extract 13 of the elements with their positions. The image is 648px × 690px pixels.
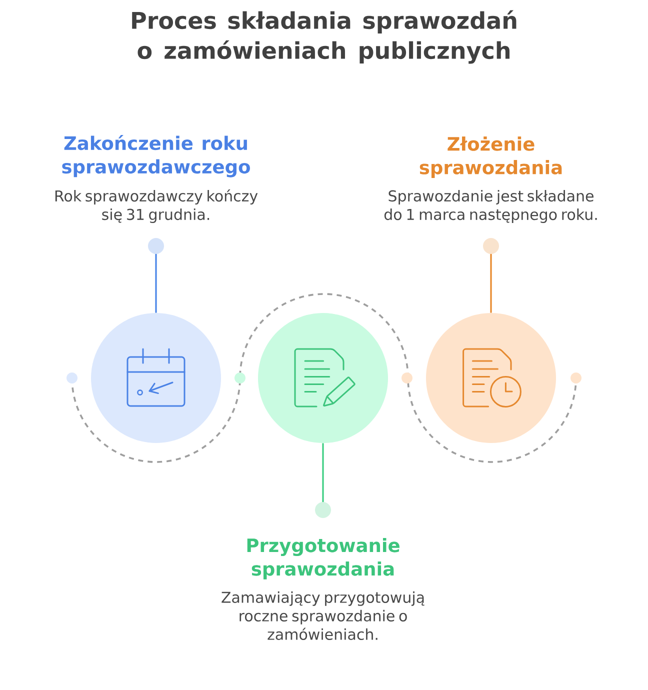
step-description: Rok sprawozdawczy kończy się 31 grudnia.: [55, 189, 258, 223]
connector-line: [315, 443, 331, 518]
step-title: Zakończenie roku sprawozdawczego: [62, 134, 250, 178]
step-description: Sprawozdanie jest składane do 1 marca następnego roku.: [384, 190, 597, 223]
step-circle: [91, 313, 221, 443]
step-title: Złożenie sprawozdania: [420, 136, 562, 178]
step-title: Przygotowanie sprawozdania: [247, 538, 400, 580]
step-description: Zamawiający przygotowują roczne sprawozdanie o zamówieniach.: [222, 591, 424, 640]
step-circle: [426, 313, 556, 443]
step-circle: [258, 313, 388, 443]
connector-line: [148, 238, 164, 313]
title: Proces składania sprawozdań o zamówieniach publicznych: [132, 10, 516, 64]
connector-line: [483, 238, 499, 313]
